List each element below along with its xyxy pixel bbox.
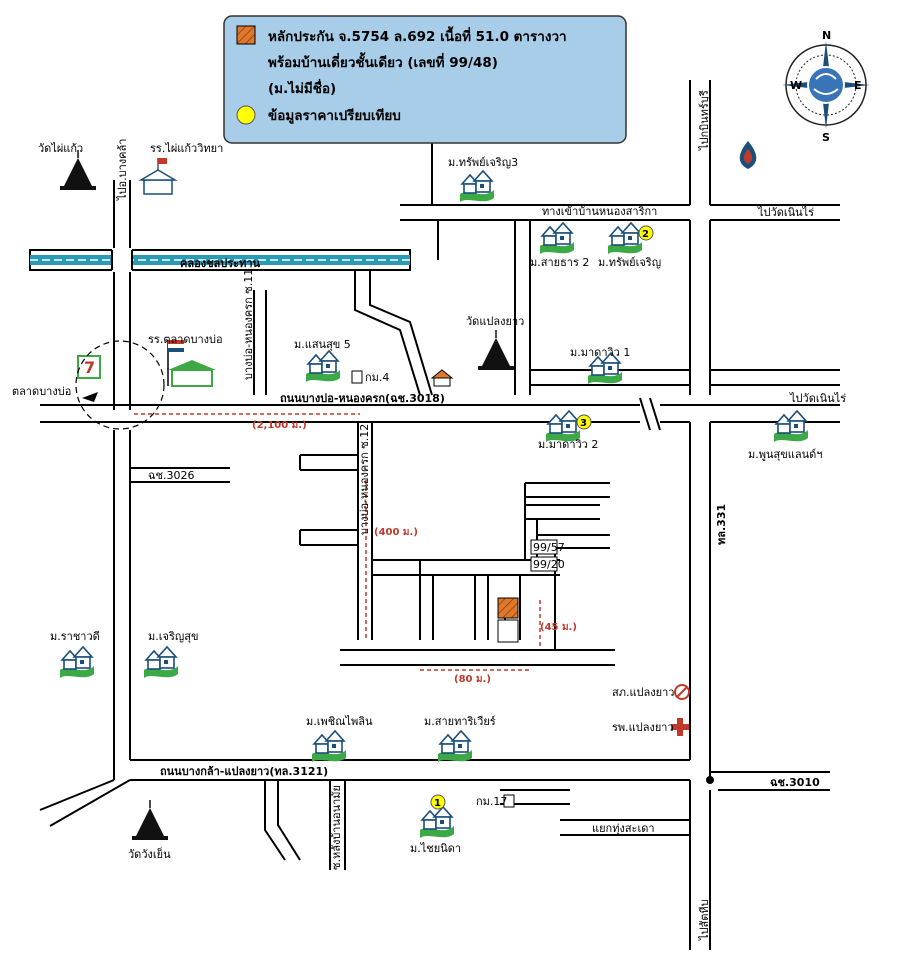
collateral-legend-icon xyxy=(236,25,256,45)
comparison-marker-2: 2 xyxy=(638,225,654,241)
to-sattahip-label: ไปสัตหีบ xyxy=(698,899,711,941)
house-number-99-57: 99/57 xyxy=(533,541,565,554)
hospital-icon xyxy=(671,718,689,736)
irrigation-canal xyxy=(29,248,411,272)
road-break-mark xyxy=(639,397,661,431)
soi11-label: บางบ่อ-หนองครก ซ.11 xyxy=(242,269,255,380)
compass-rose-icon: N S E W xyxy=(782,29,870,144)
distance-400: (400 ม.) xyxy=(374,527,418,538)
village-rachawadi-label: ม.ราชาวดี xyxy=(50,630,100,643)
comparison-marker-3: 3 xyxy=(576,414,592,430)
arrow-icon xyxy=(82,392,98,402)
to-bang-kla-label: ไปอ.บางคล้า xyxy=(116,139,129,201)
village-sap-charoen3-label: ม.ทรัพย์เจริญ3 xyxy=(448,156,518,169)
soi12-label: บางบ่อ-หนองครก ซ.12 xyxy=(358,424,371,535)
comparison-marker-1: 1 xyxy=(430,794,446,810)
school-phai-kaeo-icon xyxy=(138,158,178,195)
village-phunsuk-label: ม.พูนสุขแลนด์ฯ xyxy=(748,448,822,461)
junction-thung-label: แยกทุ่งสะเดา xyxy=(592,822,655,835)
police-label: สภ.แปลงยาว xyxy=(612,686,674,699)
village-saithan2-label: ม.สายธาร 2 xyxy=(530,256,589,269)
village-saithan-riviera-label: ม.สายทาริเวียร์ xyxy=(424,715,496,728)
legend-collateral-line3: (ม.ไม่มีชื่อ) xyxy=(268,78,336,97)
seven-eleven-icon: 7 xyxy=(77,355,101,379)
km17-icon xyxy=(503,794,515,808)
legend-collateral-line1: หลักประกัน จ.5754 ล.692 เนื้อที่ 51.0 ตา… xyxy=(268,26,567,45)
tl331-label: ทล.331 xyxy=(715,504,728,545)
marker-2-label: 2 xyxy=(642,229,649,240)
junction-dot xyxy=(706,776,714,784)
house-number-boxes xyxy=(530,539,558,572)
talat-bang-bo-area xyxy=(75,340,165,430)
legend-box: หลักประกัน จ.5754 ล.692 เนื้อที่ 51.0 ตา… xyxy=(223,15,627,144)
legend-collateral-line2: พร้อมบ้านเดี่ยวชั้นเดียว (เลขที่ 99/48) xyxy=(268,52,498,71)
school-talat-icon xyxy=(167,340,216,387)
chs3026-label: ฉช.3026 xyxy=(148,469,194,482)
ptt-station-icon xyxy=(739,141,757,169)
school-talat-label: รร.ตลาดบางบ่อ xyxy=(148,333,223,346)
marker-1-label: 1 xyxy=(434,798,441,809)
distance-80: (80 ม.) xyxy=(454,674,491,685)
marker-3-label: 3 xyxy=(580,418,587,429)
comparison-marker-legend-icon xyxy=(236,105,256,125)
south-road-label: ถนนบางกล้า-แปลงยาว(ทล.3121) xyxy=(160,765,328,778)
distance-2100: (2,100 ม.) xyxy=(252,420,307,431)
compass-n: N xyxy=(822,29,831,42)
village-pruksa-hill-label: ม.เพชิณไพลิน xyxy=(306,715,373,728)
distance-45: (45 ม.) xyxy=(540,622,577,633)
village-marada2-label: ม.มาดาวิว 2 xyxy=(538,438,598,451)
to-wat-noen-rai-label-1: ไปวัดเนินไร่ xyxy=(757,206,814,219)
talat-bang-bo-label: ตลาดบางบ่อ xyxy=(12,385,71,398)
km4-label: กม.4 xyxy=(365,371,389,384)
km17-label: กม.17 xyxy=(476,795,507,808)
village-saensuk5-label: ม.แสนสุข 5 xyxy=(294,338,351,351)
km4-icon xyxy=(351,370,363,384)
village-marada1-label: ม.มาดาวิว 1 xyxy=(570,346,630,359)
main-road-label: ถนนบางบ่อ-หนองครก(ฉช.3018) xyxy=(280,392,445,405)
school-phai-kaeo-label: รร.ไผ่แก้ววิทยา xyxy=(150,142,223,155)
to-nong-sarika-label: ทางเข้าบ้านหนองสาริกา xyxy=(542,205,657,218)
compass-s: S xyxy=(822,131,830,144)
wat-wang-yen-label: วัดวังเย็น xyxy=(128,847,171,861)
village-sap-charoen-label: ม.ทรัพย์เจริญ xyxy=(598,256,661,269)
soi-wang-label: ซ.หลังบ้านอนามัย xyxy=(330,785,343,870)
wat-plaeng-yao-label: วัดแปลงยาว xyxy=(466,315,524,328)
village-charoensuk-label: ม.เจริญสุข xyxy=(148,630,198,643)
seven-eleven-label: 7 xyxy=(84,358,95,377)
shop-icon xyxy=(430,369,454,387)
police-icon xyxy=(674,684,690,700)
hospital-label: รพ.แปลงยาว xyxy=(612,721,674,734)
compass-e: E xyxy=(854,79,862,92)
legend-comparison: ข้อมูลราคาเปรียบเทียบ xyxy=(268,108,401,124)
compass-w: W xyxy=(790,79,802,92)
wat-phai-kaeo-label: วัดไผ่แก้ว xyxy=(38,142,83,155)
collateral-parcel xyxy=(497,597,519,643)
road-network xyxy=(39,80,840,950)
canal-label: คลองชลประทาน xyxy=(180,257,261,270)
to-kabin-label: ไปกบินทร์บุรี xyxy=(698,90,711,151)
house-number-99-20: 99/20 xyxy=(533,558,565,571)
chs3010-label: ฉช.3010 xyxy=(770,776,820,789)
distance-guides xyxy=(134,413,541,671)
village-chaiyanida-label: ม.ไชยนิดา xyxy=(410,842,461,855)
to-wat-noen-rai-label-2: ไปวัดเนินไร่ xyxy=(789,392,846,405)
